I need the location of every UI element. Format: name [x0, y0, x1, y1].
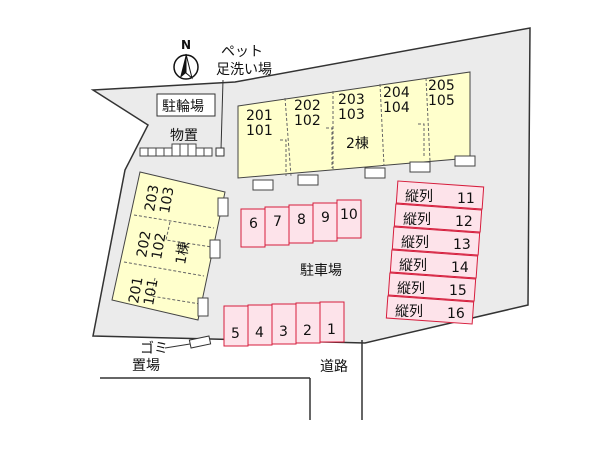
building-2-unit-4-upper: 204 [383, 85, 410, 101]
garbage-label-line2: 置場 [132, 358, 160, 374]
pet-wash-label-line1: ペット [221, 44, 263, 60]
parking-column-number: 15 [449, 283, 467, 299]
parking-space: 7 [273, 214, 282, 230]
parking-column-number: 16 [447, 306, 465, 322]
parking-bottom-row [223, 301, 345, 347]
garbage-leader [164, 343, 191, 349]
parking-space: 4 [255, 325, 264, 341]
parking-space: 1 [327, 322, 336, 338]
building-2-unit-5-upper: 205 [428, 78, 455, 94]
parking-column-number: 14 [451, 260, 469, 276]
parking-column-label: 縦列 [395, 304, 423, 320]
parking-label: 駐車場 [300, 262, 342, 279]
parking-top-row [240, 199, 362, 248]
parking-column-number: 12 [455, 214, 473, 230]
building-1-unit-1-lower: 103 [157, 186, 177, 215]
building-1-unit-2-lower: 102 [149, 232, 169, 261]
building-2-unit-1-lower: 101 [246, 123, 273, 139]
storage-sheds [139, 143, 213, 157]
building-1 [111, 171, 229, 321]
parking-column-number: 11 [457, 191, 475, 207]
building-2-unit-2-lower: 102 [294, 113, 321, 129]
parking-space: 8 [297, 212, 306, 228]
parking-space: 3 [279, 324, 288, 340]
road-label: 道路 [320, 359, 348, 375]
parking-column-label: 縦列 [401, 235, 429, 251]
garbage-box [188, 335, 212, 349]
building-2-unit-2-upper: 202 [294, 98, 321, 114]
bicycle-parking-box [156, 93, 216, 117]
building-2-unit-5-lower: 105 [428, 93, 455, 109]
north-arrow-icon [173, 53, 199, 80]
parking-column-number: 13 [453, 237, 471, 253]
pet-wash-station [215, 147, 225, 157]
bicycle-parking-label: 駐輪場 [162, 98, 204, 115]
parking-space: 5 [231, 326, 240, 342]
parking-column-label: 縦列 [397, 281, 425, 297]
building-2-name: 2棟 [346, 136, 369, 152]
parking-column-label: 縦列 [399, 258, 427, 274]
building-1-unit-3-upper: 201 [126, 276, 146, 305]
garbage-label-line1: ゴミ [140, 340, 168, 357]
parking-space: 2 [303, 323, 312, 339]
road [100, 340, 363, 420]
parking-column [385, 180, 485, 325]
building-2 [237, 71, 476, 191]
parking-column-label: 縦列 [403, 212, 431, 228]
building-1-unit-3-lower: 101 [141, 278, 161, 307]
parking-space: 6 [249, 216, 258, 232]
building-1-name: 1棟 [173, 240, 193, 265]
building-1-unit-2-upper: 202 [134, 230, 154, 259]
north-label: N [181, 38, 191, 52]
parking-space: 10 [340, 207, 358, 223]
parking-space: 9 [321, 210, 330, 226]
building-2-unit-1-upper: 201 [246, 108, 273, 124]
parking-column-label: 縦列 [405, 189, 433, 205]
building-1-unit-1-upper: 203 [142, 184, 162, 213]
pet-wash-leader [220, 79, 224, 151]
building-2-unit-3-upper: 203 [338, 92, 365, 108]
building-2-unit-4-lower: 104 [383, 100, 410, 116]
storage-label: 物置 [170, 128, 198, 144]
pet-wash-label-line2: 足洗い場 [216, 62, 272, 78]
building-2-unit-3-lower: 103 [338, 107, 365, 123]
